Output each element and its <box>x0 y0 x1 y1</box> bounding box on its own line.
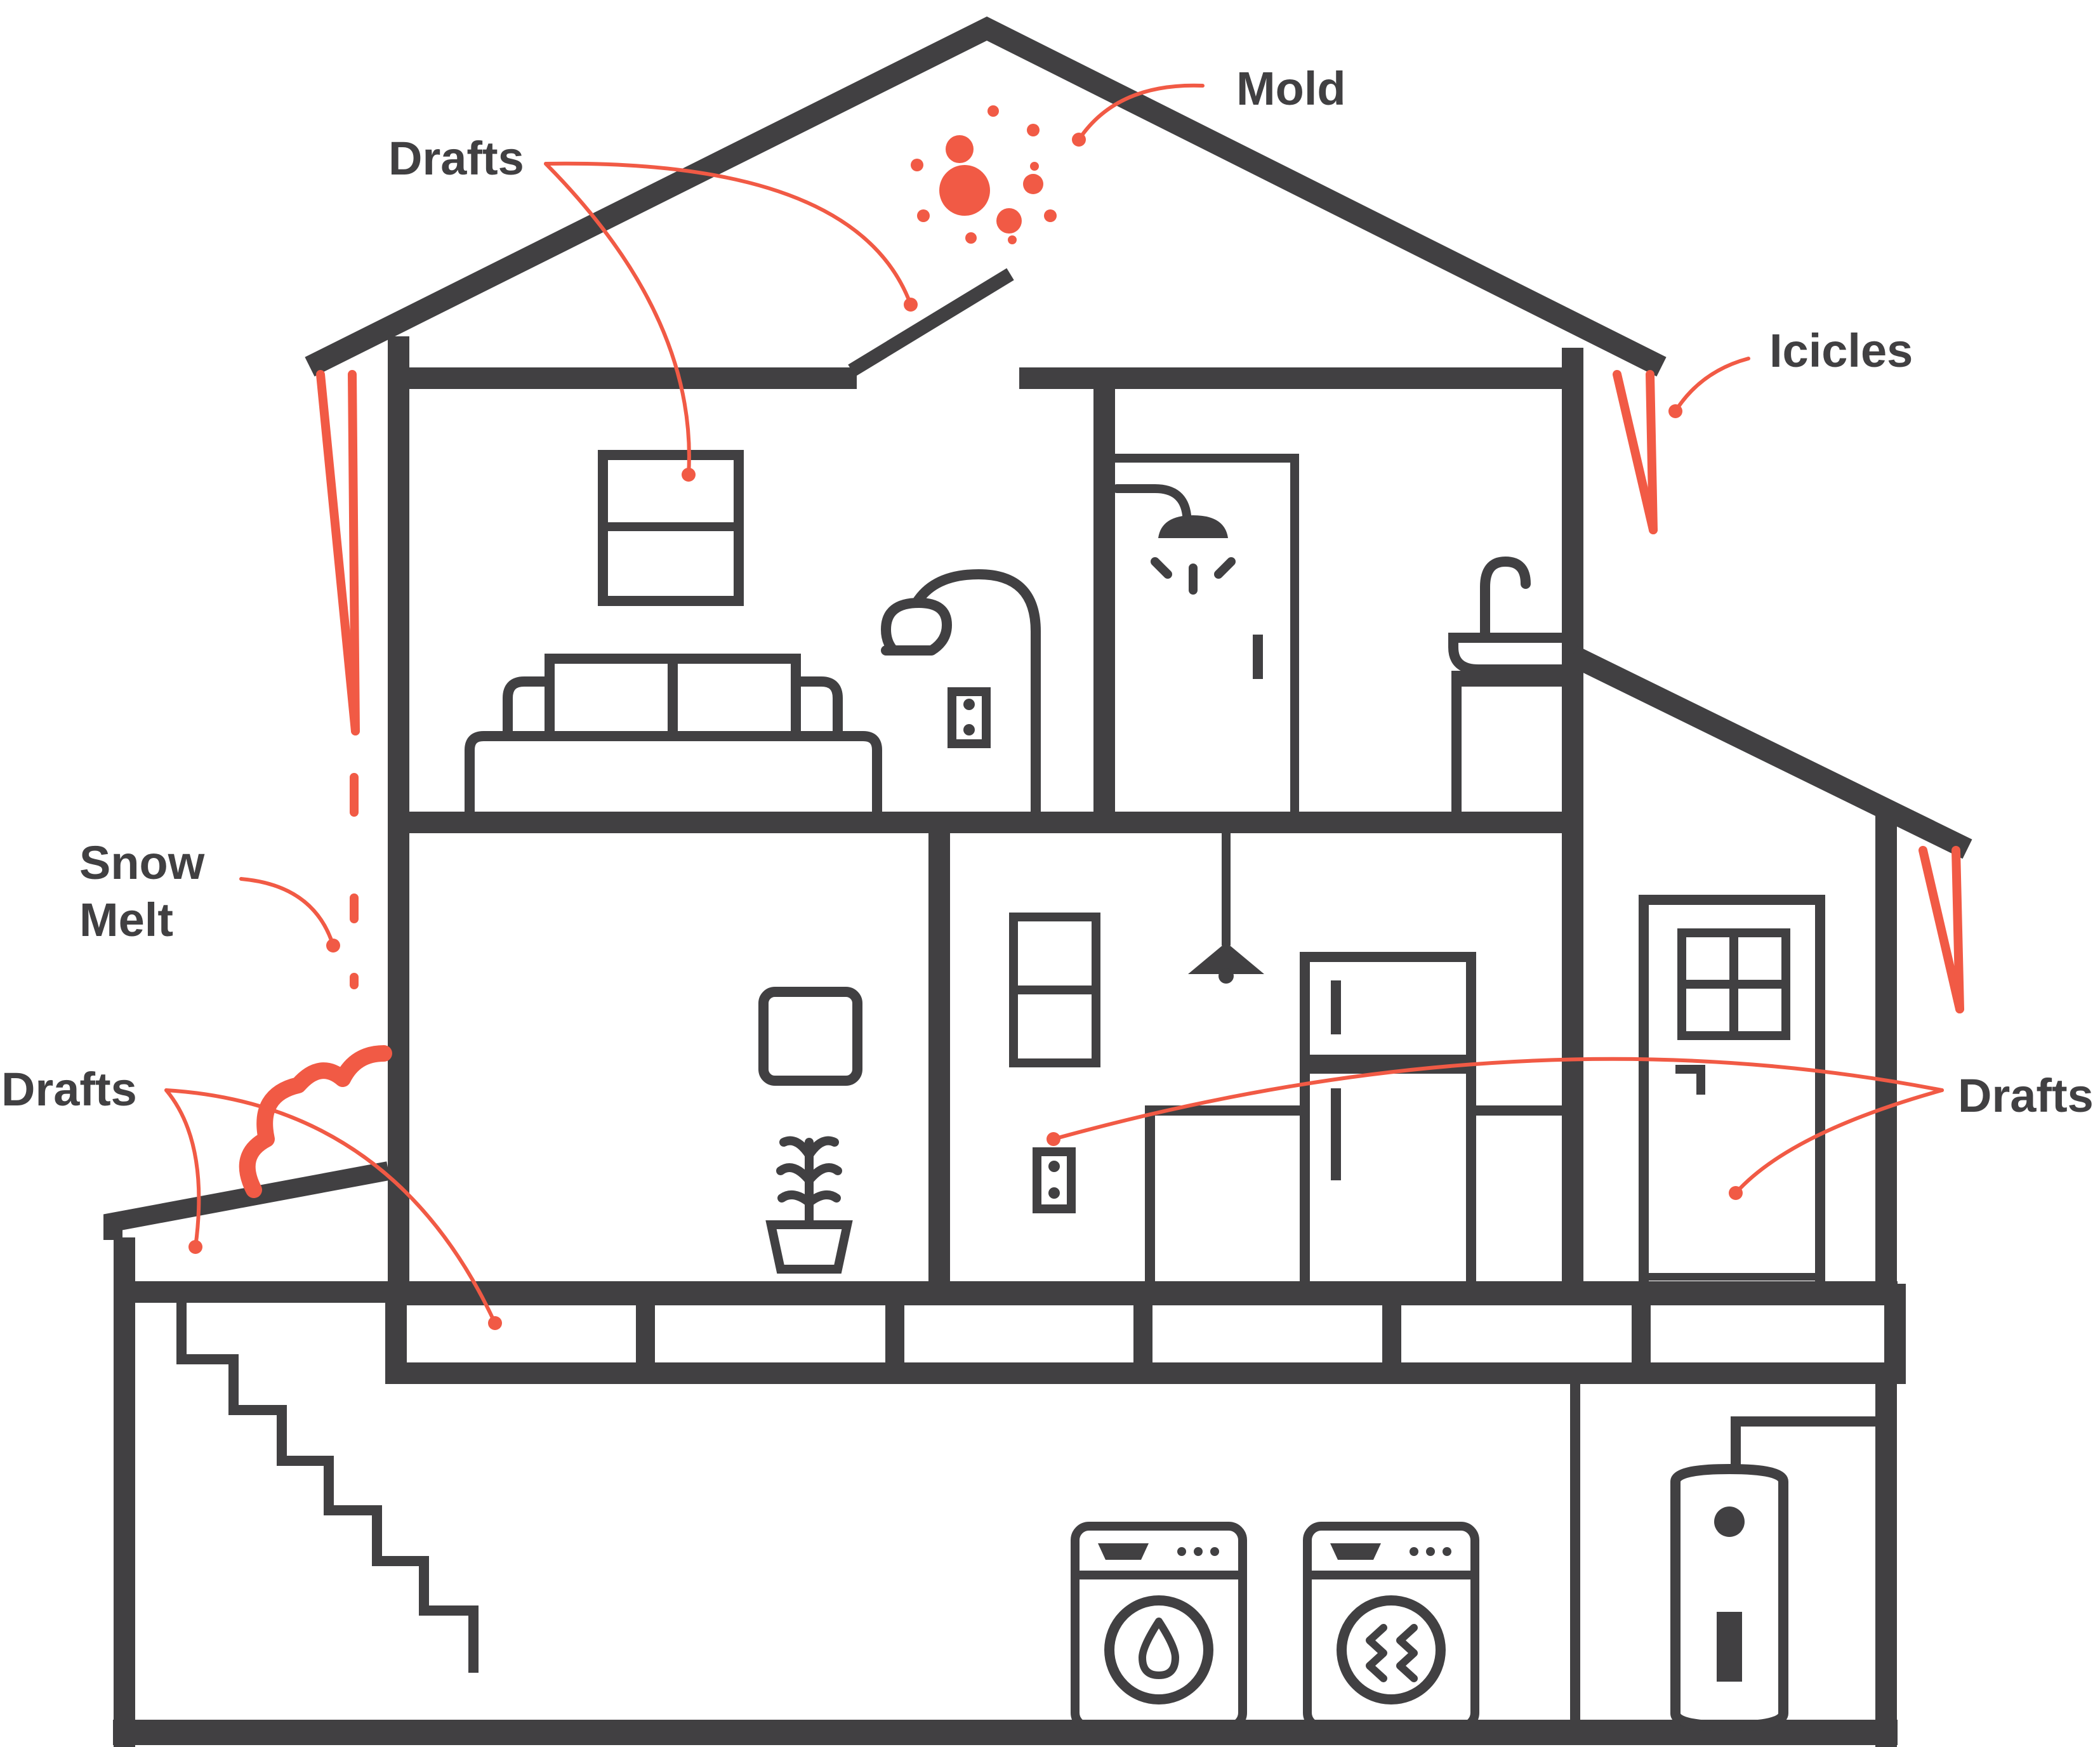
pendant-light-icon <box>1188 833 1264 984</box>
main-roof <box>305 16 1667 377</box>
snow-pile-icon <box>239 1045 392 1198</box>
label-icicles: Icicles <box>1769 324 1913 377</box>
plant-pot-icon <box>765 1136 853 1274</box>
icicles-icon <box>316 370 1964 1013</box>
washing-machine-icon <box>1071 1522 1247 1731</box>
sofa-icon <box>465 654 882 817</box>
back-door-icon <box>1639 895 1825 1285</box>
mold-spots-icon <box>911 105 1057 244</box>
outlet-icon <box>948 687 991 748</box>
kitchen-window-icon <box>1009 913 1100 1067</box>
kitchen-counter-icon <box>1145 1105 1568 1288</box>
label-snow-melt-line2: Melt <box>79 893 173 946</box>
label-drafts-attic: Drafts <box>388 132 524 185</box>
outlet-icon <box>1033 1147 1076 1213</box>
dryer-icon <box>1303 1522 1479 1731</box>
addition-roof <box>1568 645 1972 859</box>
shower-icon <box>1104 454 1299 812</box>
staircase-icon <box>176 1302 479 1673</box>
label-snow-melt-line1: Snow <box>79 836 205 889</box>
floor-lamp-icon <box>881 569 1041 817</box>
sink-icon <box>1448 557 1573 812</box>
house-structure <box>103 16 1972 1747</box>
refrigerator-icon <box>1300 952 1476 1288</box>
label-drafts-right: Drafts <box>1958 1069 2094 1122</box>
label-drafts-left: Drafts <box>1 1063 137 1116</box>
porch-roof <box>103 1161 390 1240</box>
water-heater-icon <box>1670 1416 1875 1732</box>
attic-window-icon <box>598 450 744 606</box>
label-mold: Mold <box>1236 62 1346 115</box>
picture-frame-icon <box>758 987 862 1086</box>
callout-lines <box>164 83 1944 1325</box>
attic-hatch <box>848 268 1014 377</box>
callout-dots <box>188 133 1743 1330</box>
